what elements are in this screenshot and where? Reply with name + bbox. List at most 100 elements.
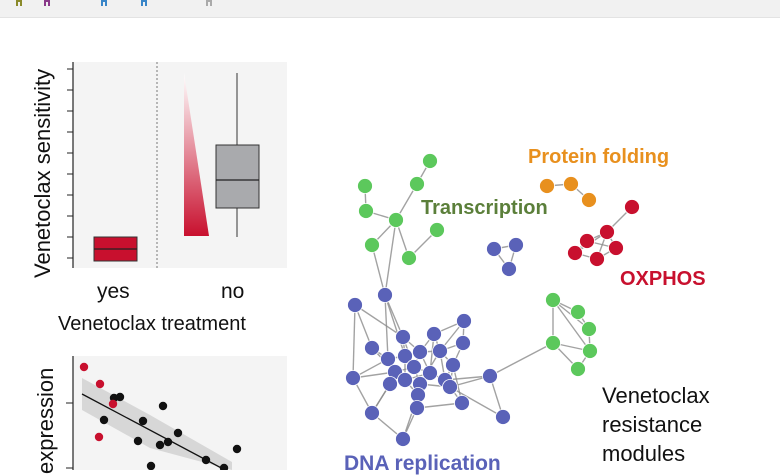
scatter-plot <box>66 356 242 470</box>
scatter-point <box>115 392 125 402</box>
scatter-point-red <box>108 399 118 409</box>
label-oxphos: OXPHOS <box>620 268 706 290</box>
network-node-dna-replication <box>380 351 396 367</box>
top-figure-icon-2 <box>44 0 50 6</box>
scatter-point <box>155 440 165 450</box>
top-figure-icon-5 <box>206 0 212 6</box>
network-edge <box>384 294 389 360</box>
network-node-oxphos <box>599 224 615 240</box>
network-node-green-node <box>570 361 586 377</box>
network-node-dna-replication <box>486 241 502 257</box>
scatter-point-red <box>94 432 104 442</box>
network-node-dna-replication <box>422 365 438 381</box>
network-node-green-node <box>358 203 374 219</box>
network-node-dna-replication <box>364 405 380 421</box>
network-node-dna-replication <box>397 348 413 364</box>
sensitivity-gradient-wedge <box>184 73 209 236</box>
network-node-oxphos <box>624 199 640 215</box>
boxplot-y-ticks <box>67 68 73 259</box>
boxplot <box>67 62 260 268</box>
top-figure-icon-1 <box>16 0 22 6</box>
scatter-point <box>138 416 148 426</box>
network-node-green-node <box>429 222 445 238</box>
modules-caption-line: resistance <box>602 412 703 437</box>
network-node-dna-replication <box>406 359 422 375</box>
scatter-point <box>201 455 211 465</box>
scatter-point <box>146 461 156 470</box>
network-node-dna-replication <box>347 297 363 313</box>
network-node-green-node <box>582 343 598 359</box>
network-node-dna-replication <box>395 431 411 447</box>
scatter-point <box>158 401 168 411</box>
network-node-dna-replication <box>508 237 524 253</box>
network-node-protein-folding <box>539 178 555 194</box>
boxplot-x-axis-label: Venetoclax treatment <box>58 313 246 335</box>
x-tick-no: no <box>221 280 245 303</box>
network-node-dna-replication <box>364 340 380 356</box>
network-node-dna-replication <box>432 343 448 359</box>
network-node-dna-replication <box>501 261 517 277</box>
network-node-dna-replication <box>345 370 361 386</box>
top-icon-strip <box>0 0 780 18</box>
header-icons <box>16 0 212 6</box>
scatter-point <box>173 428 183 438</box>
network-edge <box>371 244 386 296</box>
network-node-dna-replication <box>455 335 471 351</box>
network-node-green-node <box>570 304 586 320</box>
network-node-oxphos <box>608 240 624 256</box>
network-node-dna-replication <box>482 368 498 384</box>
network-edge <box>384 294 406 357</box>
network-node-oxphos <box>589 251 605 267</box>
modules-caption: Venetoclax resistance modules <box>602 381 710 468</box>
scatter-point <box>99 415 109 425</box>
network-node-green-node <box>409 176 425 192</box>
network-node-protein-folding <box>581 192 597 208</box>
network-node-dna-replication <box>377 287 393 303</box>
scatter-y-axis-label: expression <box>33 367 58 474</box>
network-node-dna-replication <box>382 376 398 392</box>
network-edge <box>552 299 591 352</box>
network-node-oxphos <box>579 233 595 249</box>
network-nodes <box>345 153 640 447</box>
network-node-dna-replication <box>445 357 461 373</box>
scatter-point <box>133 436 143 446</box>
network-node-green-node <box>357 178 373 194</box>
network-edge <box>489 342 554 377</box>
network-edge <box>354 304 404 338</box>
scatter-point <box>219 463 229 470</box>
network-node-green-node <box>581 321 597 337</box>
network-node-green-node <box>545 335 561 351</box>
scatter-point <box>163 437 173 447</box>
boxplot-y-axis-label: Venetoclax sensitivity <box>30 68 55 278</box>
scatter-points <box>79 362 242 470</box>
network-node-dna-replication <box>442 379 458 395</box>
x-tick-yes: yes <box>97 280 130 303</box>
regression-line <box>81 393 226 470</box>
scatter-point <box>232 444 242 454</box>
network-node-dna-replication <box>495 409 511 425</box>
label-dna-replication: DNA replication <box>344 452 501 475</box>
scatter-point-red <box>95 379 105 389</box>
network-node-green-node <box>422 153 438 169</box>
network-edge <box>384 219 397 296</box>
modules-caption-line: Venetoclax <box>602 383 710 408</box>
scatter-point-red <box>79 362 89 372</box>
top-figure-icon-3 <box>101 0 107 6</box>
label-protein-folding: Protein folding <box>528 146 670 168</box>
network-edge <box>352 304 356 379</box>
label-transcription: Transcription <box>421 197 548 219</box>
network-node-oxphos <box>567 245 583 261</box>
network-node-green-node <box>401 250 417 266</box>
network-node-dna-replication <box>454 395 470 411</box>
network-node-green-node <box>388 212 404 228</box>
network-node-green-node <box>545 292 561 308</box>
network-node-green-node <box>364 237 380 253</box>
top-figure-icon-4 <box>141 0 147 6</box>
network-node-protein-folding <box>563 176 579 192</box>
network-node-dna-replication <box>426 326 442 342</box>
network-node-dna-replication <box>397 372 413 388</box>
network-node-dna-replication <box>395 329 411 345</box>
modules-caption-line: modules <box>602 441 686 466</box>
network-node-dna-replication <box>409 400 425 416</box>
